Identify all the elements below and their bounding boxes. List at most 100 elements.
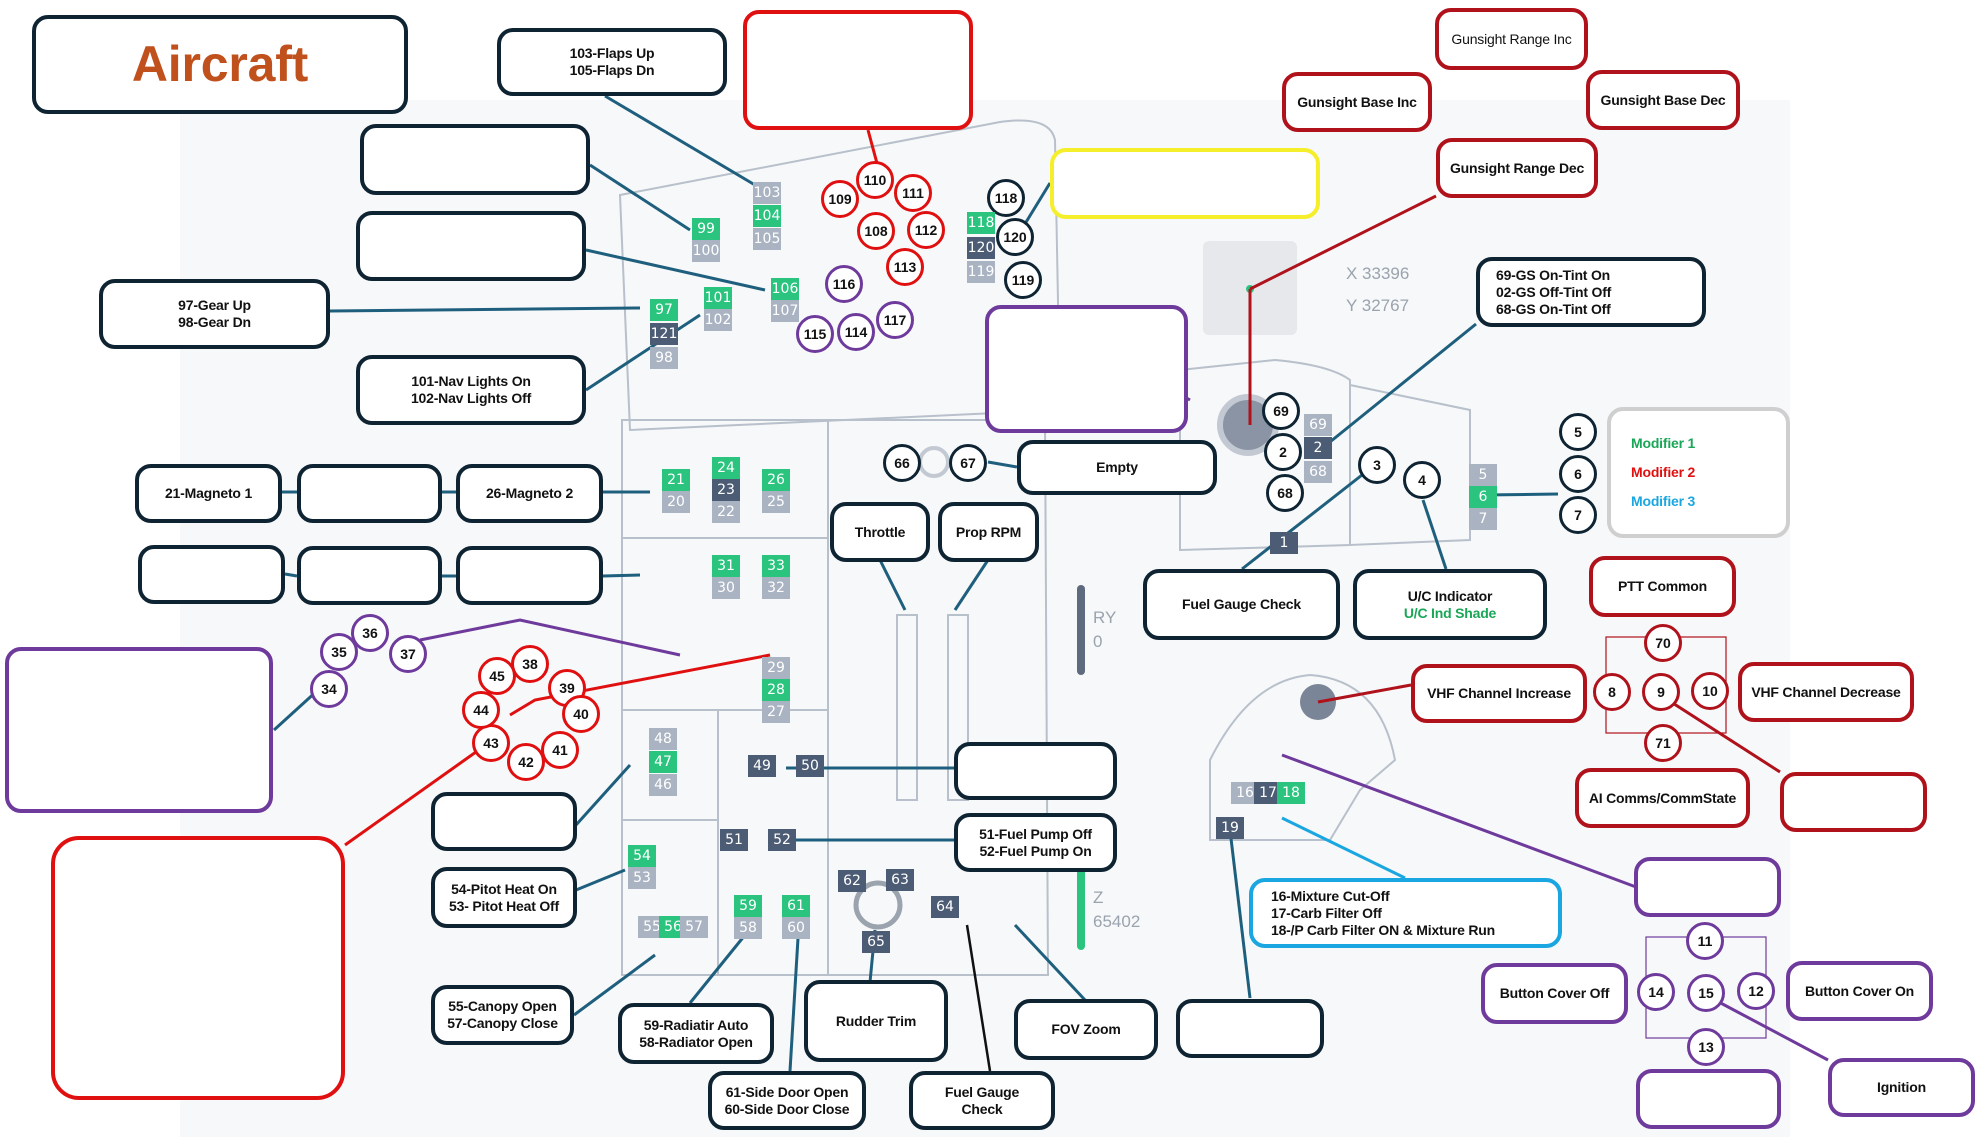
probe-box-empty[interactable] (431, 792, 577, 851)
formation-box-empty[interactable] (954, 742, 1117, 800)
button-2-circle[interactable]: 2 (1264, 433, 1302, 471)
throttle-box[interactable]: Throttle (830, 502, 930, 562)
button-43-circle[interactable]: 43 (472, 724, 510, 762)
nav-lights-box[interactable]: 101-Nav Lights On 102-Nav Lights Off (356, 355, 586, 425)
button-109-circle[interactable]: 109 (821, 180, 859, 218)
button-4-circle[interactable]: 4 (1403, 461, 1441, 499)
button-67-circle[interactable]: 67 (949, 444, 987, 482)
uc-indicator-box[interactable]: U/C Indicator U/C Ind Shade (1353, 569, 1547, 640)
button-cover-off-label: Button Cover Off (1499, 985, 1610, 1001)
radar-box-empty[interactable] (5, 647, 273, 813)
comms-press-box-empty[interactable] (1780, 772, 1927, 832)
launch-bar-box-empty[interactable] (360, 124, 590, 195)
pitot-box[interactable]: 54-Pitot Heat On 53- Pitot Heat Off (431, 867, 577, 928)
button-111-circle[interactable]: 111 (894, 174, 932, 212)
prop-rpm-box[interactable]: Prop RPM (938, 502, 1039, 562)
gunsight-range-dec-box[interactable]: Gunsight Range Dec (1436, 138, 1598, 198)
button-119-circle[interactable]: 119 (1004, 261, 1042, 299)
magneto-1-box[interactable]: 21-Magneto 1 (135, 464, 282, 523)
flaps-box[interactable]: 103-Flaps Up 105-Flaps Dn (497, 28, 727, 96)
button-13-circle[interactable]: 13 (1687, 1028, 1725, 1066)
button-113-circle[interactable]: 113 (886, 248, 924, 286)
fov-zoom-box[interactable]: FOV Zoom (1014, 999, 1158, 1060)
mixture-box[interactable]: 16-Mixture Cut-Off 17-Carb Filter Off 18… (1249, 878, 1562, 948)
button-3-circle[interactable]: 3 (1358, 446, 1396, 484)
button-69-circle[interactable]: 69 (1262, 392, 1300, 430)
button-34-circle[interactable]: 34 (310, 670, 348, 708)
button-7-circle[interactable]: 7 (1559, 496, 1597, 534)
panel-tag-51: 51 (720, 829, 748, 851)
button-9-circle[interactable]: 9 (1642, 673, 1680, 711)
panel-tag-59: 59 (734, 895, 762, 917)
gunsight-base-inc-box[interactable]: Gunsight Base Inc (1282, 72, 1432, 132)
panel-tag-50: 50 (796, 755, 824, 777)
button-36-circle[interactable]: 36 (351, 614, 389, 652)
button-cover-on-box[interactable]: Button Cover On (1786, 961, 1933, 1021)
brake-box-empty[interactable] (985, 305, 1188, 433)
empty-box[interactable]: Empty (1017, 440, 1217, 495)
rudder-trim-box[interactable]: Rudder Trim (804, 980, 948, 1062)
button-35-circle[interactable]: 35 (320, 633, 358, 671)
button-45-circle[interactable]: 45 (478, 657, 516, 695)
button-108-circle[interactable]: 108 (857, 212, 895, 250)
button-110-circle[interactable]: 110 (856, 161, 894, 199)
anti-skid-box-empty[interactable] (356, 211, 586, 281)
button-112-circle[interactable]: 112 (907, 211, 945, 249)
button-cover-off-box[interactable]: Button Cover Off (1481, 963, 1628, 1024)
fuel-gauge-box-bottom[interactable]: Fuel Gauge Check (909, 1071, 1055, 1130)
button-15-circle[interactable]: 15 (1687, 974, 1725, 1012)
button-120-circle[interactable]: 120 (996, 218, 1034, 256)
button-42-circle[interactable]: 42 (507, 743, 545, 781)
button-5-circle[interactable]: 5 (1559, 413, 1597, 451)
trim-hat-box-empty[interactable] (1634, 857, 1781, 917)
button-19-box-empty[interactable] (1176, 999, 1324, 1058)
ptt-common-box[interactable]: PTT Common (1589, 556, 1736, 617)
gs-tint-box[interactable]: 69-GS On-Tint On 02-GS Off-Tint Off 68-G… (1476, 257, 1706, 327)
button-11-circle[interactable]: 11 (1686, 922, 1724, 960)
gunsight-base-dec-box[interactable]: Gunsight Base Dec (1586, 70, 1740, 130)
hook-box-empty[interactable] (1050, 148, 1320, 219)
panel-tag-16: 16 (1231, 782, 1259, 804)
fuel-gauge-check-box[interactable]: Fuel Gauge Check (1143, 569, 1340, 640)
side-door-box[interactable]: 61-Side Door Open 60-Side Door Close (708, 1071, 866, 1130)
button-41-circle[interactable]: 41 (541, 731, 579, 769)
ai-comms-box[interactable]: AI Comms/CommState (1575, 768, 1750, 828)
button-14-circle[interactable]: 14 (1637, 973, 1675, 1011)
vhf-dec-box[interactable]: VHF Channel Decrease (1738, 662, 1914, 722)
gear-box[interactable]: 97-Gear Up 98-Gear Dn (99, 279, 330, 349)
button-68-circle[interactable]: 68 (1266, 474, 1304, 512)
canopy-box[interactable]: 55-Canopy Open 57-Canopy Close (431, 985, 574, 1045)
button-8-circle[interactable]: 8 (1593, 673, 1631, 711)
flir-box-empty[interactable] (138, 545, 285, 604)
button-118-circle[interactable]: 118 (987, 179, 1025, 217)
fuel-pump-box[interactable]: 51-Fuel Pump Off 52-Fuel Pump On (954, 813, 1117, 872)
generator-box-empty[interactable] (297, 464, 442, 523)
button-44-circle[interactable]: 44 (462, 691, 500, 729)
button-10-circle[interactable]: 10 (1691, 672, 1729, 710)
button-116-circle[interactable]: 116 (825, 265, 863, 303)
button-117-circle[interactable]: 117 (876, 301, 914, 339)
panel-tag-46: 46 (649, 774, 677, 796)
hat-down-box-empty[interactable] (1636, 1069, 1781, 1129)
button-114-circle[interactable]: 114 (837, 313, 875, 351)
lstnflr-box-empty[interactable] (456, 546, 603, 605)
button-12-circle[interactable]: 12 (1737, 972, 1775, 1010)
ins-box-empty[interactable] (51, 836, 345, 1100)
vhf-inc-box[interactable]: VHF Channel Increase (1411, 664, 1587, 723)
button-66-circle[interactable]: 66 (883, 444, 921, 482)
gunsight-range-inc-box[interactable]: Gunsight Range Inc (1435, 8, 1588, 70)
magneto-2-box[interactable]: 26-Magneto 2 (456, 464, 603, 523)
button-71-circle[interactable]: 71 (1644, 724, 1682, 762)
button-70-circle[interactable]: 70 (1644, 624, 1682, 662)
button-6-circle[interactable]: 6 (1559, 455, 1597, 493)
panel-tag-103: 103 (753, 182, 781, 204)
modifier-3-label: Modifier 3 (1631, 493, 1696, 509)
ignition-box[interactable]: Ignition (1828, 1058, 1975, 1117)
button-38-circle[interactable]: 38 (511, 645, 549, 683)
button-37-circle[interactable]: 37 (389, 635, 427, 673)
button-115-circle[interactable]: 115 (796, 315, 834, 353)
weapon-select-box-empty[interactable] (743, 10, 973, 130)
ltdr-box-empty[interactable] (297, 546, 442, 605)
radiator-box[interactable]: 59-Radiatir Auto 58-Radiator Open (618, 1003, 774, 1064)
button-40-circle[interactable]: 40 (562, 695, 600, 733)
